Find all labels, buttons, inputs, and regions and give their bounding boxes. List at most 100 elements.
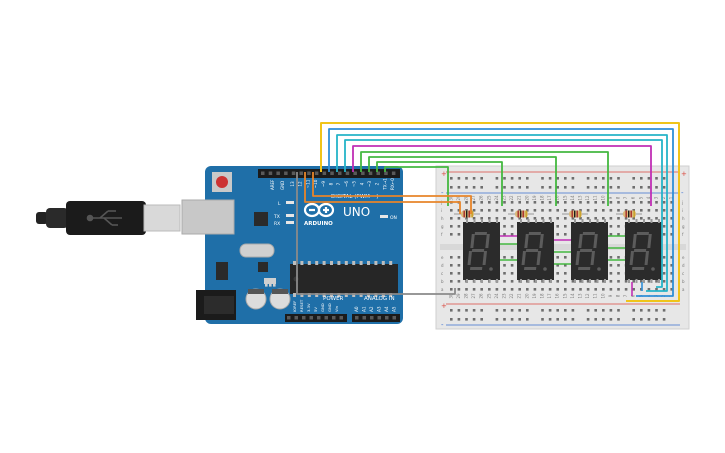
strip-hole [662, 233, 666, 236]
strip-hole [655, 201, 658, 204]
rail-hole [564, 309, 567, 312]
rail-hole [662, 186, 666, 189]
resistor-band [633, 210, 635, 218]
column-number: 28 [464, 195, 469, 201]
resistor [562, 210, 588, 218]
header-hole [330, 171, 334, 175]
column-number: 15 [562, 293, 567, 299]
strip-hole [617, 264, 620, 267]
chip-leg [344, 261, 348, 265]
digital-pin-label: ~5 [352, 181, 357, 188]
resistor-band [468, 210, 470, 218]
digital-header [258, 169, 400, 178]
usb-cable[interactable] [36, 201, 181, 235]
rail-hole [617, 318, 620, 321]
strip-hole [632, 201, 635, 204]
column-number: 18 [540, 293, 545, 299]
header-hole [287, 316, 291, 320]
column-number: 30 [448, 293, 453, 299]
strip-hole [647, 201, 651, 204]
analog-pin-label: A2 [369, 306, 374, 312]
chip-leg [307, 293, 311, 297]
capacitor-2-top [272, 289, 288, 294]
rail-hole [647, 177, 651, 180]
display-segment [536, 251, 542, 265]
rail-hole [647, 186, 651, 189]
reset-button[interactable] [216, 176, 228, 188]
column-number: 24 [494, 293, 499, 299]
strip-hole [617, 201, 620, 204]
column-number: 10 [600, 293, 605, 299]
display-pin [635, 219, 638, 223]
rail-hole [465, 309, 468, 312]
rail-hole [632, 318, 635, 321]
header-hole [377, 316, 381, 320]
digital-pin-label: 7 [336, 182, 341, 185]
display-pin [628, 219, 630, 223]
column-number: 19 [532, 293, 537, 299]
strip-hole [647, 280, 651, 283]
power-header [285, 314, 347, 322]
strip-hole [602, 201, 605, 204]
strip-hole [488, 201, 491, 204]
display-pin [520, 219, 522, 223]
strip-hole [617, 217, 620, 220]
strip-hole [609, 209, 613, 212]
strip-hole [586, 217, 590, 220]
strip-hole [480, 209, 483, 212]
rail-hole [609, 309, 613, 312]
led-l [286, 201, 294, 204]
rail-hole [548, 177, 552, 180]
rail-hole [503, 318, 506, 321]
row-letter: d [441, 263, 444, 268]
rail-hole [564, 318, 567, 321]
digital-pin-label: 13 [290, 181, 295, 187]
rail-hole [457, 309, 461, 312]
display-segment [590, 251, 596, 265]
strip-hole [640, 209, 643, 212]
chip-leg [330, 293, 333, 297]
wire [368, 156, 557, 206]
display-pin [650, 219, 653, 223]
strip-hole [503, 201, 506, 204]
strip-hole [457, 209, 461, 212]
header-hole [391, 171, 396, 175]
strip-hole [556, 233, 559, 236]
strip-hole [518, 288, 521, 291]
rail-minus-label-right: - [681, 189, 684, 197]
strip-hole [617, 209, 620, 212]
seven-segment-display: 8 [463, 219, 500, 283]
strip-hole [457, 264, 461, 267]
column-number: 6 [631, 196, 636, 199]
arduino-model: UNO [343, 205, 370, 219]
rail-hole [548, 186, 552, 189]
strip-hole [662, 225, 666, 228]
column-number: 20 [524, 293, 529, 299]
analog-pin-label: A1 [362, 306, 367, 312]
strip-hole [457, 272, 461, 275]
column-number: 9 [608, 294, 613, 297]
digital-pin-label: 12 [298, 181, 303, 187]
column-number: 12 [585, 195, 590, 201]
strip-hole [571, 201, 575, 204]
led-on-label: ON [390, 215, 397, 221]
rail-hole [662, 309, 666, 312]
rail-hole [594, 318, 597, 321]
rail-hole [586, 186, 590, 189]
led-rx [286, 221, 294, 224]
display-pin [535, 219, 537, 223]
strip-hole [533, 209, 537, 212]
strip-hole [510, 201, 514, 204]
rail-hole [571, 186, 575, 189]
power-pin-label: 5V [313, 307, 318, 312]
strip-hole [472, 288, 476, 291]
strip-hole [526, 201, 529, 204]
digital-pin-label: ~11 [305, 179, 310, 188]
crystal-oscillator [239, 243, 275, 258]
row-letter: i [441, 208, 442, 213]
chip-leg [300, 261, 304, 265]
header-hole [332, 316, 336, 320]
strip-hole [450, 256, 453, 259]
strip-hole [480, 288, 483, 291]
